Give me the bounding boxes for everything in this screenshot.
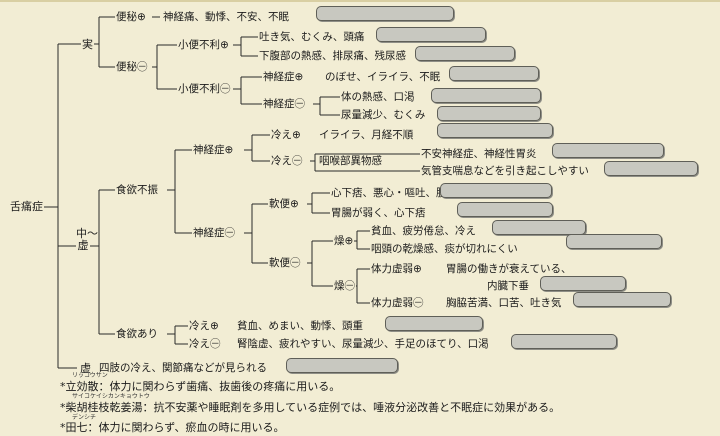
leaf-hinketsu-memai: 貧血、めまい、動悸、頭重 [236, 320, 364, 333]
answer-pill [385, 316, 483, 331]
note-3-ruby: デンシチ [72, 414, 97, 421]
node-shokuyoku-fushin: 食欲不振 [115, 184, 159, 197]
branch-chukyo: 中〜虚 [76, 227, 98, 252]
node-so-plus: 燥⊕ [333, 235, 355, 248]
leaf-intoubu-ibutsukan: 咽喉部異物感 [318, 155, 383, 168]
node-shokuyoku-ari: 食欲あり [115, 328, 159, 341]
node-benpi-minus: 便秘㊀ [115, 61, 149, 74]
leaf-kafukubu-netsukan: 下腹部の熱感、排尿痛、残尿感 [258, 50, 407, 63]
leaf-fuan-shinkeisho: 不安神経症、神経性胃炎 [420, 148, 538, 161]
answer-pill [286, 358, 398, 373]
answer-pill [437, 106, 541, 121]
leaf-kyoukyou-kuman: 胸脇苦満、口苦、吐き気 [445, 297, 563, 310]
answer-pill [376, 27, 486, 42]
leaf-shishi-hie: 四肢の冷え、関節痛などが見られる [98, 362, 268, 375]
node-benpi-plus: 便秘⊕ [115, 11, 147, 24]
leaf-shinkahi-oshin: 心下痞、悪心・嘔吐、腹鳴 [330, 187, 458, 200]
answer-pill [457, 202, 553, 217]
answer-pill [566, 234, 662, 249]
answer-pill [316, 6, 454, 21]
node-shinkei-plus-b: 神経症⊕ [192, 144, 235, 157]
answer-pill [449, 66, 539, 81]
node-nanben-plus: 軟便⊕ [268, 198, 300, 211]
answer-pill [415, 46, 515, 61]
answer-pill [440, 183, 552, 198]
branch-kyo: 虚 [79, 362, 92, 375]
node-hie-plus-b: 冷え⊕ [188, 320, 220, 333]
node-tairyoku-minus: 体力虚弱㊀ [370, 297, 425, 310]
node-shinkei-minus-b: 神経症㊀ [192, 227, 236, 240]
node-hie-plus-a: 冷え⊕ [270, 129, 302, 142]
leaf-iraira-gekkei: イライラ、月経不順 [318, 129, 415, 142]
answer-pill [431, 88, 541, 103]
answer-pill [540, 276, 626, 291]
answer-pill [573, 292, 671, 307]
root-node: 舌痛症 [9, 200, 44, 213]
leaf-nobose-iraira: のぼせ、イライラ、不眠 [324, 71, 442, 84]
leaf-hakike-mukumi: 吐き気、むくみ、頭痛 [258, 31, 366, 44]
answer-pill [492, 220, 586, 235]
leaf-intou-kansou: 咽頭の乾燥感、痰が切れにくい [370, 243, 519, 256]
note-rikkosan: *立効散：体力に関わらず歯痛、抜歯後の疼痛に用いる。 [60, 380, 341, 393]
node-shinkei-minus-a: 神経症㊀ [262, 98, 306, 111]
leaf-ichou-hataraki: 胃腸の働きが衰えている、 [445, 263, 573, 276]
leaf-shinkeitsu-doki: 神経痛、動悸、不安、不眠 [162, 11, 290, 24]
leaf-ichou-yowaku: 胃腸が弱く、心下痞 [330, 207, 427, 220]
node-shoben-plus: 小便不利⊕ [177, 39, 230, 52]
leaf-hinketsu-hirou: 貧血、疲労倦怠、冷え [370, 225, 477, 238]
node-hie-minus-b: 冷え㊀ [188, 338, 222, 351]
answer-pill [604, 161, 698, 176]
branch-jitsu: 実 [81, 38, 94, 51]
answer-pill [552, 143, 664, 158]
node-shoben-minus: 小便不利㊀ [177, 83, 232, 96]
answer-pill [511, 334, 617, 349]
top-rule [0, 0, 720, 2]
node-hie-minus-a: 冷え㊀ [270, 155, 304, 168]
note-denshichi: *田七：体力に関わらず、瘀血の時に用いる。 [60, 421, 285, 434]
node-nanben-minus: 軟便㊀ [268, 257, 302, 270]
leaf-naizou-kasui: 内臓下垂 [486, 280, 530, 293]
note-2-ruby: サイコケイシカンキョウトウ [72, 393, 150, 400]
note-saikokeishikankyoto: *柴胡桂枝乾姜湯：抗不安薬や睡眠剤を多用している症例では、唾液分泌改善と不眠症に… [60, 401, 561, 414]
node-shinkei-plus-a: 神経症⊕ [262, 71, 305, 84]
leaf-kikanshi-zensoku: 気管支喘息などを引き起こしやすい [420, 165, 590, 178]
answer-pill [437, 123, 553, 138]
note-1-ruby: リッコウサン [72, 372, 108, 379]
leaf-jininkyo: 腎陰虚、疲れやすい、尿量減少、手足のほてり、口渇 [236, 338, 490, 351]
leaf-nyoryo-genshou-a: 尿量減少、むくみ [340, 109, 427, 122]
node-so-minus: 燥㊀ [333, 280, 356, 293]
leaf-karada-netsukan: 体の熱感、口渇 [340, 91, 416, 104]
node-tairyoku-plus: 体力虚弱⊕ [370, 263, 423, 276]
